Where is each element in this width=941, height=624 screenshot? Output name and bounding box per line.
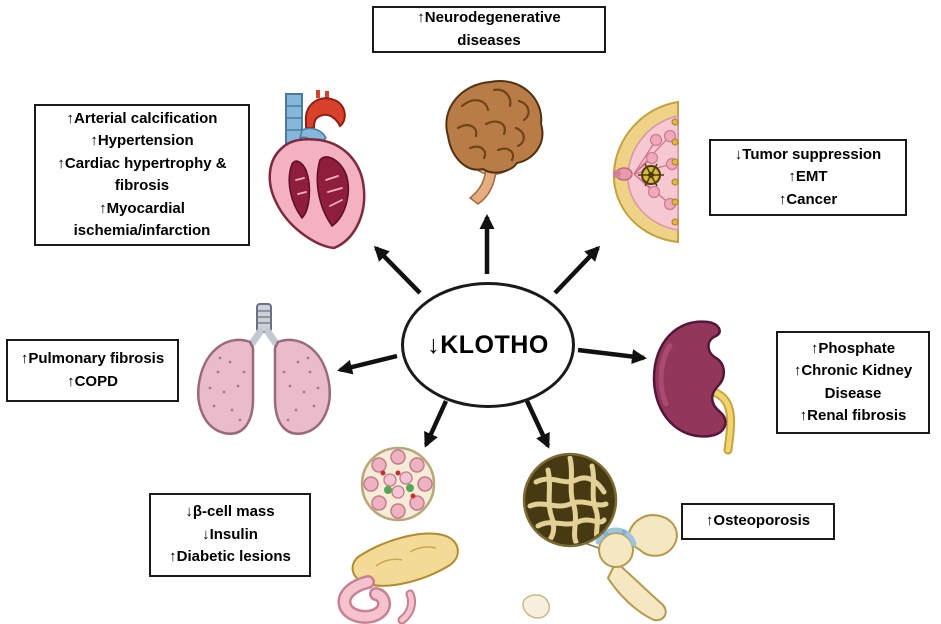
neuro-effects-box: ↑Neurodegenerative diseases bbox=[372, 6, 606, 53]
klotho-label: ↓KLOTHO bbox=[427, 330, 549, 359]
arrow-to-kidney bbox=[577, 347, 647, 365]
arrow-to-bone bbox=[524, 400, 551, 449]
kidney-effects-text: ↑Phosphate ↑Chronic Kidney Disease ↑Rena… bbox=[793, 339, 913, 425]
bone-effects-box: ↑Osteoporosis bbox=[681, 503, 835, 540]
brain-icon bbox=[424, 64, 556, 206]
arrow-to-pancreas bbox=[423, 400, 449, 448]
lung-effects-text: ↑Pulmonary fibrosis ↑COPD bbox=[20, 350, 165, 390]
arrow-to-heart bbox=[373, 245, 422, 295]
kidney-effects-box: ↑Phosphate ↑Chronic Kidney Disease ↑Rena… bbox=[776, 331, 930, 434]
lung-icon bbox=[190, 302, 338, 442]
heart-effects-text: ↑Arterial calcification ↑Hypertension ↑C… bbox=[57, 109, 227, 240]
pancreas-effects-text: ↓β-cell mass ↓Insulin ↑Diabetic lesions bbox=[169, 503, 291, 566]
heart-effects-box: ↑Arterial calcification ↑Hypertension ↑C… bbox=[34, 104, 250, 246]
arrow-to-lung bbox=[337, 353, 398, 375]
klotho-center-node: ↓KLOTHO bbox=[401, 282, 575, 408]
breast-effects-box: ↓Tumor suppression ↑EMT ↑Cancer bbox=[709, 139, 907, 216]
heart-icon bbox=[256, 88, 374, 254]
pancreas-icon bbox=[326, 444, 468, 624]
breast-icon bbox=[584, 98, 692, 246]
kidney-icon bbox=[648, 316, 760, 458]
arrow-to-breast bbox=[553, 245, 601, 295]
pancreas-effects-box: ↓β-cell mass ↓Insulin ↑Diabetic lesions bbox=[149, 493, 311, 577]
breast-effects-text: ↓Tumor suppression ↑EMT ↑Cancer bbox=[734, 145, 882, 208]
lung-effects-box: ↑Pulmonary fibrosis ↑COPD bbox=[6, 339, 179, 402]
bone-effects-text: ↑Osteoporosis bbox=[705, 512, 811, 530]
bone-icon bbox=[512, 446, 688, 624]
neuro-effects-text: ↑Neurodegenerative diseases bbox=[417, 9, 561, 49]
